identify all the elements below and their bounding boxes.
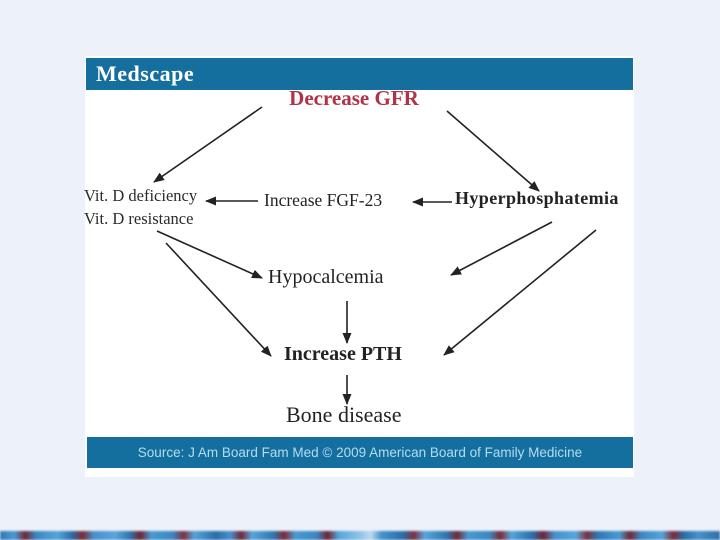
node-increase-pth: Increase PTH [284,343,402,365]
source-attribution: Source: J Am Board Fam Med © 2009 Americ… [137,445,583,460]
bottom-photo-strip [0,531,720,540]
node-bone-disease: Bone disease [286,402,402,427]
medscape-logo: Medscape [96,61,195,86]
vitd-deficiency-label: Vit. D deficiency [84,186,198,205]
node-increase-fgf23: Increase FGF-23 [264,190,383,210]
node-decrease-gfr: Decrease GFR [289,86,419,110]
medscape-header-bar: Medscape [86,58,633,90]
node-vitd: Vit. D deficiency Vit. D resistance [84,184,197,230]
vitd-resistance-label: Vit. D resistance [84,209,194,228]
source-footer-bar: Source: J Am Board Fam Med © 2009 Americ… [87,437,633,468]
node-hypocalcemia: Hypocalcemia [268,266,384,288]
node-hyperphosphatemia: Hyperphosphatemia [455,188,619,208]
